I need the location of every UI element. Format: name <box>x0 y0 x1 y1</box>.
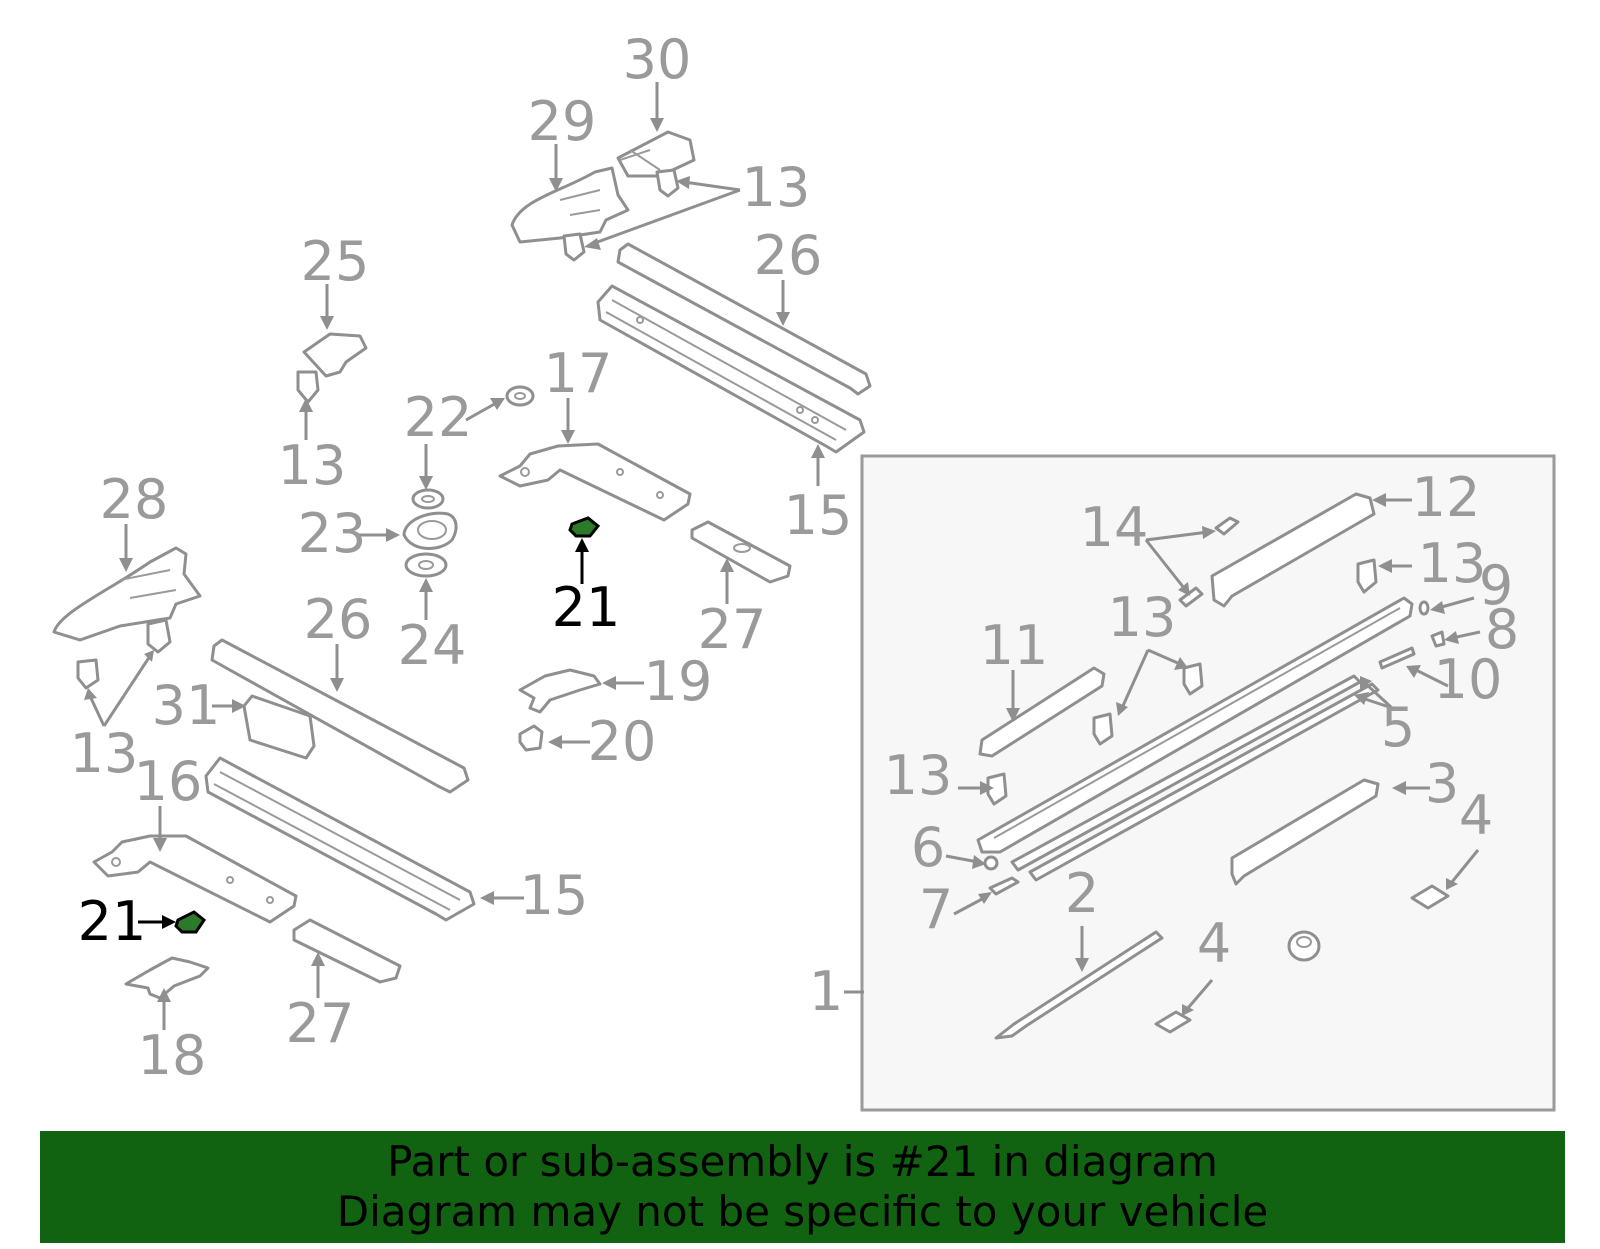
label-3: 3 <box>1425 752 1459 815</box>
label-19: 19 <box>644 650 713 713</box>
part-25[interactable] <box>302 332 368 378</box>
label-11: 11 <box>980 614 1049 677</box>
label-28: 28 <box>100 468 169 531</box>
part-15-top[interactable] <box>596 284 866 454</box>
part-21-top[interactable] <box>568 516 601 538</box>
callout-labels: 30 29 13 26 25 13 22 17 15 23 21 24 27 2… <box>70 28 1520 1087</box>
part-29[interactable] <box>510 166 630 244</box>
part-11[interactable] <box>978 666 1106 758</box>
label-15: 15 <box>520 864 589 927</box>
label-16: 16 <box>134 750 203 813</box>
label-30: 30 <box>623 28 692 91</box>
label-18: 18 <box>138 1024 207 1087</box>
label-13: 13 <box>278 434 347 497</box>
label-7: 7 <box>919 878 953 941</box>
part-2[interactable] <box>994 930 1164 1040</box>
part-28[interactable] <box>52 546 202 642</box>
label-27: 27 <box>286 992 355 1055</box>
part-13-clip-28a[interactable] <box>146 618 172 654</box>
part-13-clip-top-b[interactable] <box>562 232 586 262</box>
label-26: 26 <box>754 224 823 287</box>
label-13: 13 <box>742 156 811 219</box>
part-27-lower[interactable] <box>292 918 402 984</box>
part-21-lower[interactable] <box>174 910 207 934</box>
label-17: 17 <box>544 342 613 405</box>
part-7[interactable] <box>988 876 1020 896</box>
label-26: 26 <box>304 588 373 651</box>
part-15-lower[interactable] <box>204 756 476 922</box>
part-31[interactable] <box>242 694 316 760</box>
part-23[interactable] <box>402 511 458 550</box>
part-19[interactable] <box>518 668 602 714</box>
label-22: 22 <box>404 386 473 449</box>
part-16[interactable] <box>92 834 298 924</box>
part-13-inset-a[interactable] <box>1356 558 1378 594</box>
label-2: 2 <box>1065 862 1099 925</box>
part-6[interactable] <box>983 855 999 871</box>
label-20: 20 <box>588 710 657 773</box>
label-13: 13 <box>1108 586 1177 649</box>
label-27: 27 <box>698 598 767 661</box>
label-4: 4 <box>1459 784 1493 847</box>
part-13-inset-b[interactable] <box>1182 662 1204 696</box>
label-4: 4 <box>1197 912 1231 975</box>
part-14-b[interactable] <box>1178 586 1204 608</box>
part-20[interactable] <box>518 724 544 752</box>
part-main-rail[interactable] <box>976 596 1414 854</box>
label-25: 25 <box>301 230 370 293</box>
part-22-washer[interactable] <box>411 488 445 510</box>
label-31: 31 <box>152 674 221 737</box>
part-14-a[interactable] <box>1214 516 1240 536</box>
part-24[interactable] <box>404 552 448 578</box>
banner-line-2: Diagram may not be specific to your vehi… <box>336 1187 1269 1236</box>
info-banner: Part or sub-assembly is #21 in diagram D… <box>40 1131 1565 1243</box>
label-13: 13 <box>1418 532 1487 595</box>
label-29: 29 <box>528 90 597 153</box>
part-3[interactable] <box>1230 778 1380 886</box>
label-13: 13 <box>70 722 139 785</box>
label-24: 24 <box>398 614 467 677</box>
part-13-clip-25[interactable] <box>296 370 320 404</box>
label-21: 21 <box>78 890 147 953</box>
part-13-inset-d[interactable] <box>986 772 1008 806</box>
leader-lines <box>84 82 1481 1030</box>
part-13-clip-28b[interactable] <box>76 658 100 690</box>
label-23: 23 <box>298 502 367 565</box>
part-9[interactable] <box>1418 600 1430 616</box>
part-8[interactable] <box>1430 630 1446 648</box>
part-27-top[interactable] <box>690 520 792 584</box>
part-30[interactable] <box>616 130 696 178</box>
part-22[interactable] <box>505 385 535 407</box>
part-4-b[interactable] <box>1154 1010 1192 1034</box>
part-17[interactable] <box>498 442 692 522</box>
part-26-lower[interactable] <box>210 638 470 794</box>
label-14: 14 <box>1080 496 1149 559</box>
label-12: 12 <box>1412 466 1481 529</box>
label-13: 13 <box>884 744 953 807</box>
label-10: 10 <box>1434 648 1503 711</box>
label-15: 15 <box>784 484 853 547</box>
label-8: 8 <box>1485 598 1519 661</box>
banner-line-1: Part or sub-assembly is #21 in diagram <box>387 1137 1218 1186</box>
part-13-inset-c[interactable] <box>1092 712 1114 746</box>
part-10[interactable] <box>1378 646 1416 670</box>
label-6: 6 <box>911 816 945 879</box>
part-12[interactable] <box>1210 492 1376 608</box>
part-4-a[interactable] <box>1410 884 1450 910</box>
label-9: 9 <box>1479 554 1513 617</box>
label-1: 1 <box>809 960 843 1023</box>
part-nut[interactable] <box>1287 930 1321 962</box>
part-13-clip-top-a[interactable] <box>655 168 680 198</box>
part-26-top[interactable] <box>616 242 872 396</box>
part-18[interactable] <box>124 956 210 1000</box>
label-5: 5 <box>1381 696 1415 759</box>
label-21: 21 <box>552 576 621 639</box>
